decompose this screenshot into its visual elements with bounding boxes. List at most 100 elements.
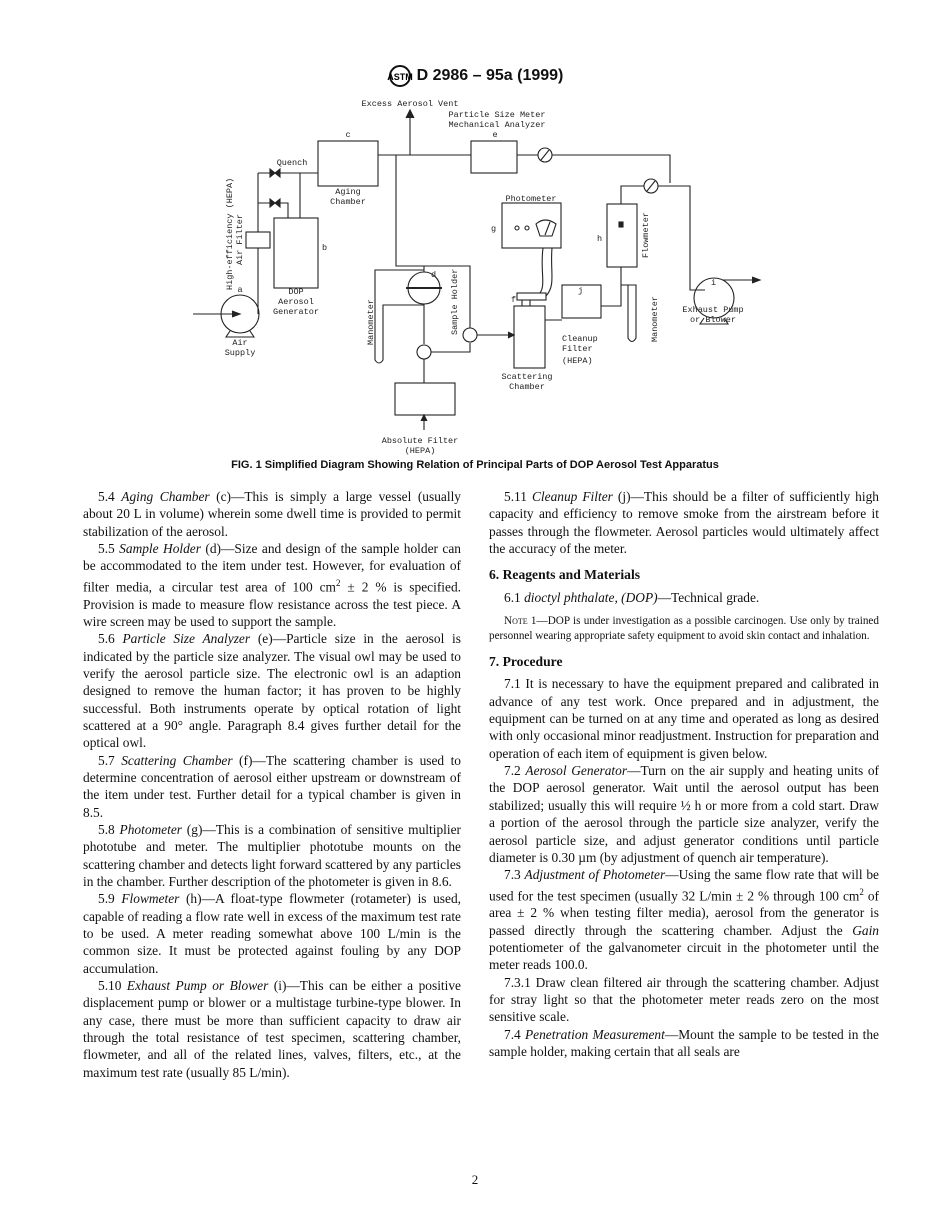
exhaust-pump xyxy=(693,277,735,319)
hepa-air-filter xyxy=(245,231,271,249)
document-header: ASTM D 2986 – 95a (1999) xyxy=(0,64,950,88)
label-flowmeter: Flowmeter xyxy=(641,212,651,258)
text-run: 7.3.1 Draw clean filtered air through th… xyxy=(489,974,879,1025)
label-a: a xyxy=(237,285,242,295)
text-run: 2 xyxy=(335,577,341,588)
label-psm2: Mechanical Analyzer xyxy=(449,120,546,130)
flowmeter xyxy=(606,203,638,268)
text-run: 5.5 xyxy=(98,541,120,557)
label-dop2: Aerosol xyxy=(278,297,314,307)
paragraph: 7.3 Adjustment of Photometer—Using the s… xyxy=(489,866,879,974)
astm-logo-icon: ASTM xyxy=(387,65,413,87)
text-run: 6. Reagents and Materials xyxy=(489,567,641,583)
label-manometer2: Manometer xyxy=(650,296,660,342)
label-exhaust2: or Blower xyxy=(690,315,736,325)
diagram-labels: Excess Aerosol Vent Particle Size Meter … xyxy=(225,99,744,456)
text-run: 7.4 xyxy=(504,1026,525,1042)
paragraph: 5.5 Sample Holder (d)—Size and design of… xyxy=(83,540,461,630)
label-i: i xyxy=(711,278,716,288)
text-run: Note xyxy=(504,615,528,628)
label-cleanup: Cleanup xyxy=(562,334,598,344)
text-run: 5.8 xyxy=(98,822,120,837)
text-run: potentiometer of the galvanometer circui… xyxy=(489,940,879,973)
text-run: 7.2 xyxy=(504,763,526,779)
cleanup-filter xyxy=(561,284,602,319)
figure-caption: FIG. 1 Simplified Diagram Showing Relati… xyxy=(231,459,719,471)
text-run: 5.9 xyxy=(98,891,122,907)
label-cleanup2: Filter xyxy=(562,344,593,354)
dop-aerosol-generator xyxy=(273,217,319,289)
text-run: 1—DOP is under investigation as a possib… xyxy=(489,615,879,643)
text-run: 5.11 xyxy=(504,489,532,504)
italic-term: Particle Size Analyzer xyxy=(122,631,251,647)
label-aging2: Chamber xyxy=(330,197,366,207)
paragraph: 5.7 Scattering Chamber (f)—The scatterin… xyxy=(83,752,461,821)
text-run: —Turn on the air supply and heating unit… xyxy=(489,763,879,865)
photometer xyxy=(501,202,562,249)
text-run: (j)—This should be a filter of sufficien… xyxy=(489,489,879,557)
label-dop3: Generator xyxy=(273,307,319,317)
page-number: 2 xyxy=(471,1172,479,1187)
paragraph: 5.9 Flowmeter (h)—A float-type flowmeter… xyxy=(83,890,461,977)
italic-term: Scattering Chamber xyxy=(121,752,233,768)
text-run: ± 2 % is specified. Provision is made to… xyxy=(83,579,461,629)
paragraph: 6.1 dioctyl phthalate, (DOP)—Technical g… xyxy=(489,589,879,606)
text-run: 7.1 It is necessary to have the equipmen… xyxy=(489,676,879,761)
apparatus-diagram: Excess Aerosol Vent Particle Size Meter … xyxy=(193,99,762,456)
label-aging: Aging xyxy=(335,187,361,197)
label-absolute2: (HEPA) xyxy=(405,446,436,456)
text-run: (c)—This is simply a large vessel (usual… xyxy=(83,489,461,539)
paragraph: 5.6 Particle Size Analyzer (e)—Particle … xyxy=(83,630,461,751)
italic-term: Sample Holder xyxy=(119,541,201,557)
text-run: (i)—This can be either a positive displa… xyxy=(83,978,461,1080)
text-run: 7. Procedure xyxy=(489,654,563,670)
label-manometer: Manometer xyxy=(366,299,376,345)
label-hepa2: Air Filter xyxy=(235,214,245,265)
paragraph: 5.10 Exhaust Pump or Blower (i)—This can… xyxy=(83,977,461,1081)
label-photometer: Photometer xyxy=(505,194,556,204)
section-heading: 7. Procedure xyxy=(489,653,879,670)
text-run: 5.6 xyxy=(98,631,123,647)
text-run: (h)—A float-type flowmeter (rotameter) i… xyxy=(83,891,461,976)
left-column: 5.4 Aging Chamber (c)—This is simply a l… xyxy=(83,488,461,1081)
label-g: g xyxy=(491,224,496,234)
document-designation: D 2986 – 95a (1999) xyxy=(416,67,564,85)
absolute-filter xyxy=(394,382,456,416)
text-run: 5.10 xyxy=(98,978,127,994)
italic-term: Gain xyxy=(852,922,879,938)
particle-size-analyzer xyxy=(470,140,518,174)
text-run: 5.4 xyxy=(98,489,122,504)
label-cleanup3: (HEPA) xyxy=(562,356,593,366)
italic-term: Aerosol Generator xyxy=(525,763,628,779)
paragraph: 7.2 Aerosol Generator—Turn on the air su… xyxy=(489,762,879,866)
label-dop: DOP xyxy=(288,287,303,297)
paragraph: 7.1 It is necessary to have the equipmen… xyxy=(489,675,879,762)
italic-term: Adjustment of Photometer xyxy=(524,867,666,883)
label-scattering: Scattering xyxy=(501,372,552,382)
italic-term: Cleanup Filter xyxy=(531,489,613,504)
text-run: —Using the same flow rate that will be u… xyxy=(489,867,879,903)
label-sample-holder: Sample Holder xyxy=(450,269,460,335)
text-run: 2 xyxy=(859,886,864,897)
label-psm: Particle Size Meter xyxy=(449,110,546,120)
label-quench: Quench xyxy=(277,158,308,168)
paragraph: 5.11 Cleanup Filter (j)—This should be a… xyxy=(489,488,879,557)
svg-text:ASTM: ASTM xyxy=(387,72,413,82)
italic-term: Flowmeter xyxy=(121,891,180,907)
text-run: —Technical grade. xyxy=(657,589,760,605)
label-d: d xyxy=(431,270,436,280)
text-run: of area ± 2 % when testing filter media)… xyxy=(489,888,879,938)
label-air: Air xyxy=(232,338,247,348)
label-air2: Supply xyxy=(225,348,256,358)
label-f: f xyxy=(511,295,516,305)
paragraph: 7.4 Penetration Measurement—Mount the sa… xyxy=(489,1026,879,1061)
scattering-chamber xyxy=(513,305,546,369)
label-vent: Excess Aerosol Vent xyxy=(362,99,459,109)
paragraph: 5.4 Aging Chamber (c)—This is simply a l… xyxy=(83,488,461,540)
italic-term: Exhaust Pump or Blower xyxy=(126,978,269,994)
label-exhaust: Exhaust Pump xyxy=(682,305,743,315)
label-j: j xyxy=(578,286,583,296)
italic-term: Penetration Measurement xyxy=(524,1026,665,1042)
paragraph: 7.3.1 Draw clean filtered air through th… xyxy=(489,974,879,1026)
label-hepa: High-efficiency (HEPA) xyxy=(225,178,235,290)
